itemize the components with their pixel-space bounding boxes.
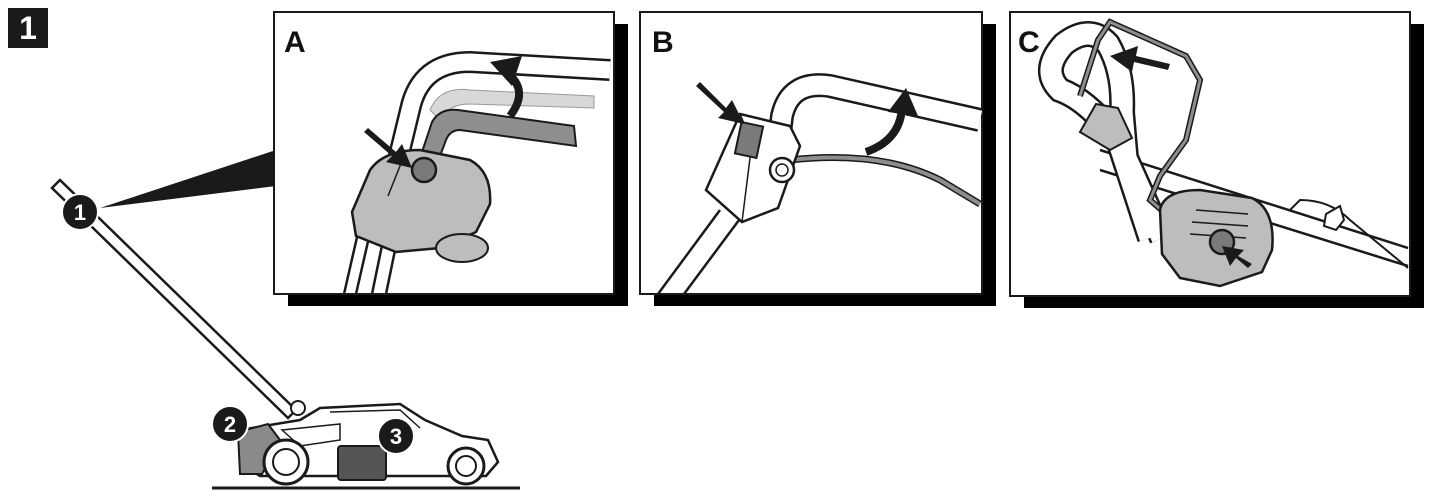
panel-b-letter: B: [652, 26, 674, 59]
panel-a: A: [273, 11, 628, 306]
battery-part: [337, 445, 387, 481]
safety-key: [733, 120, 765, 160]
panel-c-letter: C: [1018, 26, 1040, 59]
callout-2: 2: [211, 405, 249, 443]
figure-number-badge: 1: [8, 8, 48, 48]
svg-text:1: 1: [74, 200, 86, 225]
zoom-wedge: [100, 150, 276, 208]
star-knob: [1322, 204, 1346, 232]
push-arrow-c: [1222, 246, 1252, 268]
panel-b-frame: [639, 11, 983, 295]
svg-text:2: 2: [224, 412, 236, 437]
cable-arrow: [1110, 46, 1170, 72]
rear-wheel: [262, 438, 310, 486]
plug-socket: [768, 156, 796, 184]
upper-clamp: [1078, 102, 1134, 152]
panel-c: C: [1009, 11, 1424, 308]
callout-3: 3: [377, 417, 415, 455]
push-arrow-a: [364, 128, 412, 168]
mower-overview: 1 2 3: [50, 150, 520, 490]
push-arrow-b: [696, 82, 744, 124]
svg-text:3: 3: [390, 424, 402, 449]
panel-b: B: [639, 11, 996, 306]
front-wheel: [446, 446, 486, 486]
release-button: [410, 156, 438, 184]
panel-a-letter: A: [284, 26, 306, 59]
handle-clamp-housing: [350, 148, 492, 254]
grass-box-handle: [416, 108, 578, 174]
callout-1: 1: [61, 193, 99, 231]
